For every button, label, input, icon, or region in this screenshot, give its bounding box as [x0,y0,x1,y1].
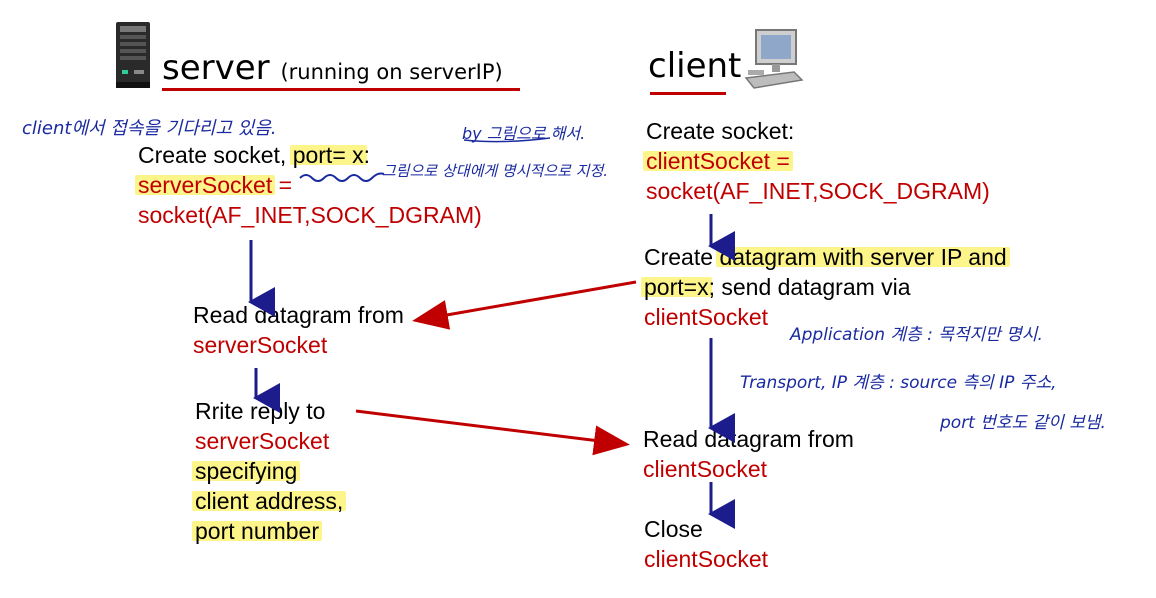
server-tower-icon [116,22,150,88]
handwritten-note-transport: Transport, IP 계층 : source 측의 IP 주소, [740,373,1057,393]
server-create-socket-step: Create socket, port= x: serverSocket = s… [135,140,482,230]
port-x-highlight: port=x [641,274,712,300]
handwritten-note-application: Application 계층 : 목적지만 명시. [790,325,1043,345]
datagram-to-server-arrow [412,280,637,330]
client-create-socket-step: Create socket: clientSocket = socket(AF_… [643,116,990,206]
client-close-step: Close clientSocket [644,516,769,572]
server-socket-var: serverSocket [135,172,276,198]
client-socket-highlight: clientSocket = [643,148,793,174]
handwritten-note-port: port 번호도 같이 보냄. [940,413,1106,433]
server-title: server (running on serverIP) [162,48,503,88]
specifying-highlight: specifying [192,458,301,484]
server-reply-step: Rrite reply to serverSocket specifying c… [192,396,347,546]
handwritten-note-waiting: client에서 접속을 기다리고 있음. [22,118,277,139]
server-subtitle: (running on serverIP) [280,60,503,84]
server-socket-call: socket(AF_INET,SOCK_DGRAM) [138,202,482,228]
handwritten-squiggle [299,172,385,182]
client-read-step: Read datagram from clientSocket [643,426,854,482]
server-create-socket-line: Create socket, port= x: [138,142,371,168]
client-title: client [648,46,742,86]
handwritten-note-by: by 그림으로 해서. [462,124,586,143]
client-send-step: Create datagram with server IP and port=… [641,242,1010,332]
client-address-highlight: client address, [192,488,347,514]
server-title-underline [162,88,520,91]
reply-to-client-arrow [355,409,630,456]
client-title-underline [650,92,726,95]
server-title-text: server [162,48,270,88]
port-number-highlight: port number [192,518,323,544]
server-read-step: Read datagram from serverSocket [193,302,404,358]
server-port-highlight: port= x [289,142,367,168]
handwritten-note-explicit: 그림으로 상대에게 명시적으로 지정. [382,162,609,180]
server-socket-assign-line: serverSocket = [135,170,482,200]
datagram-server-ip-highlight: datagram with server IP and [716,244,1010,270]
handwritten-underline-by [463,137,551,143]
desktop-computer-icon [744,29,804,89]
